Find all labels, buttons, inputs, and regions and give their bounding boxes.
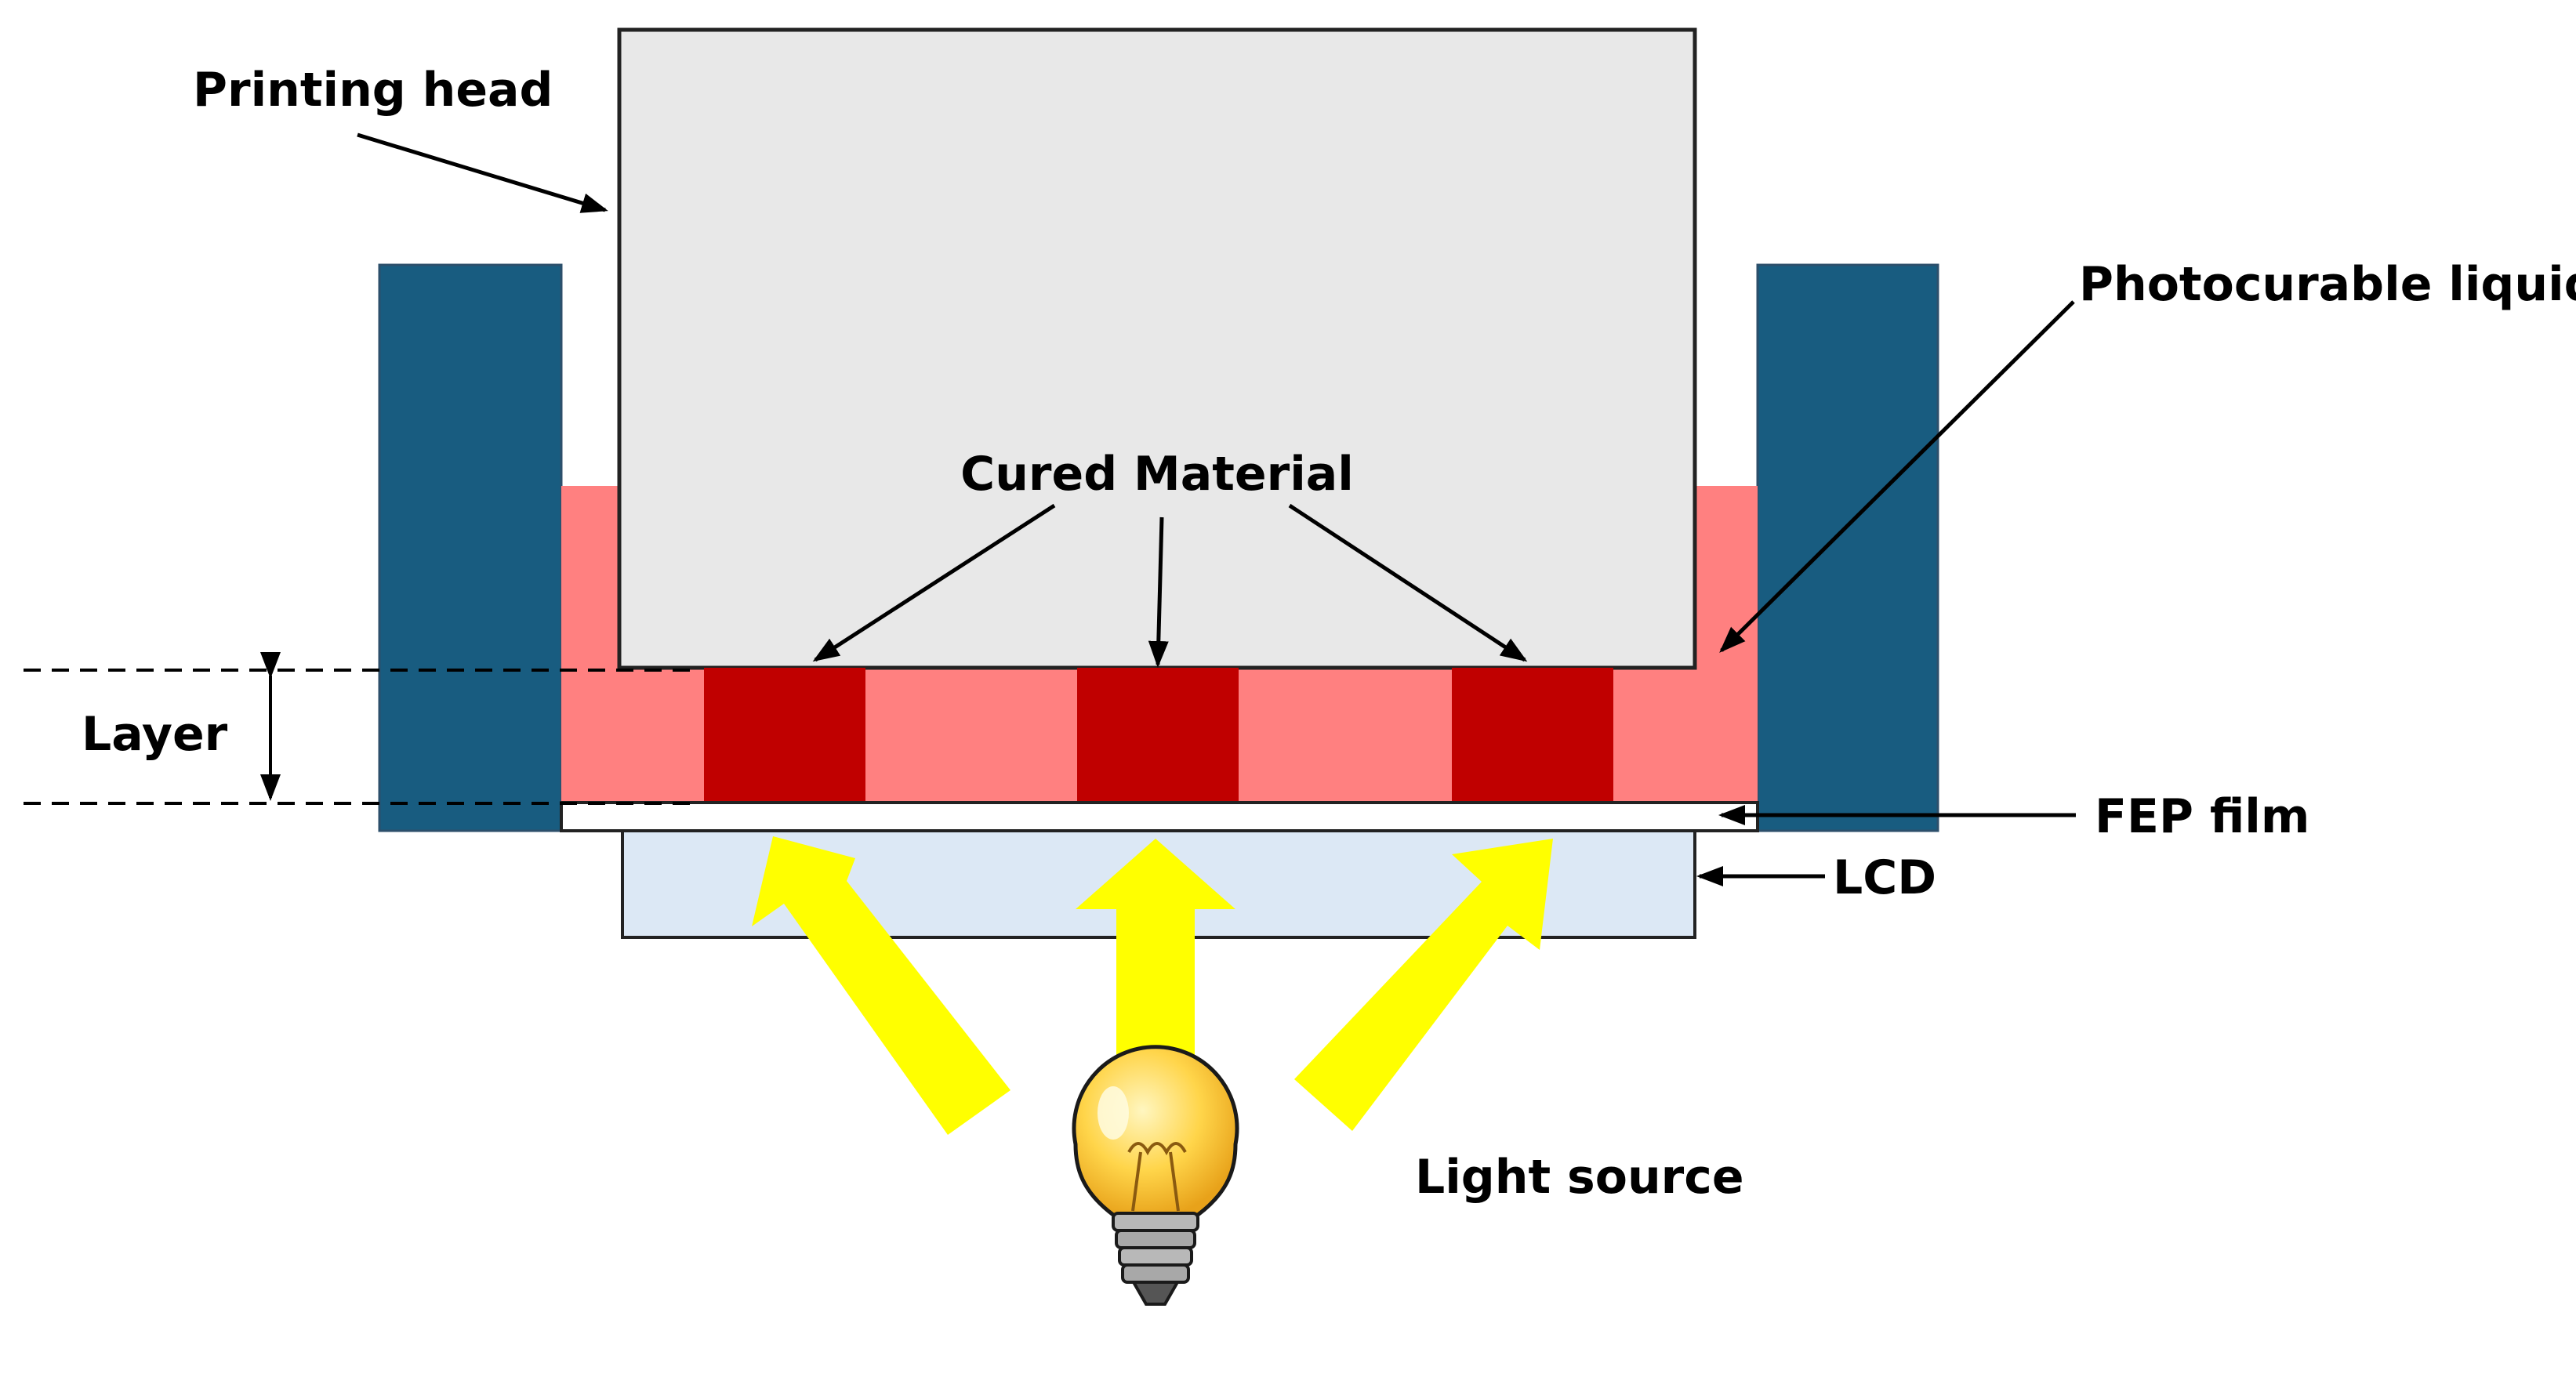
light-source-label: Light source [1415,1150,1744,1205]
light-bulb-icon [1072,1045,1239,1306]
light-arrow-center [1076,839,1235,1097]
layer-label: Layer [82,707,228,762]
cured-material-block-3 [1452,668,1613,803]
printing-head-leader-arrow [357,132,608,213]
lcd-label: LCD [1833,850,1936,905]
fep-film [560,801,1759,832]
vat-wall-left [378,263,563,832]
cured-material-leader-arrow-3 [1288,503,1528,662]
vat-wall-right [1756,263,1939,832]
cured-material-block-1 [704,668,865,803]
photocurable-liquid-leader-arrow [1719,300,2075,653]
printing-head [617,27,1697,670]
printing-head-label: Printing head [193,63,553,118]
fep-film-label: FEP film [2095,789,2309,844]
cured-material-label: Cured Material [960,447,1354,502]
light-arrow-right [1294,839,1553,1131]
cured-material-leader-arrow-2 [1148,516,1169,668]
cured-material-leader-arrow-1 [812,503,1056,662]
cured-material-block-2 [1077,668,1239,803]
photocurable-liquid-label: Photocurable liquid [2079,257,2576,312]
light-arrow-left [752,836,1010,1135]
